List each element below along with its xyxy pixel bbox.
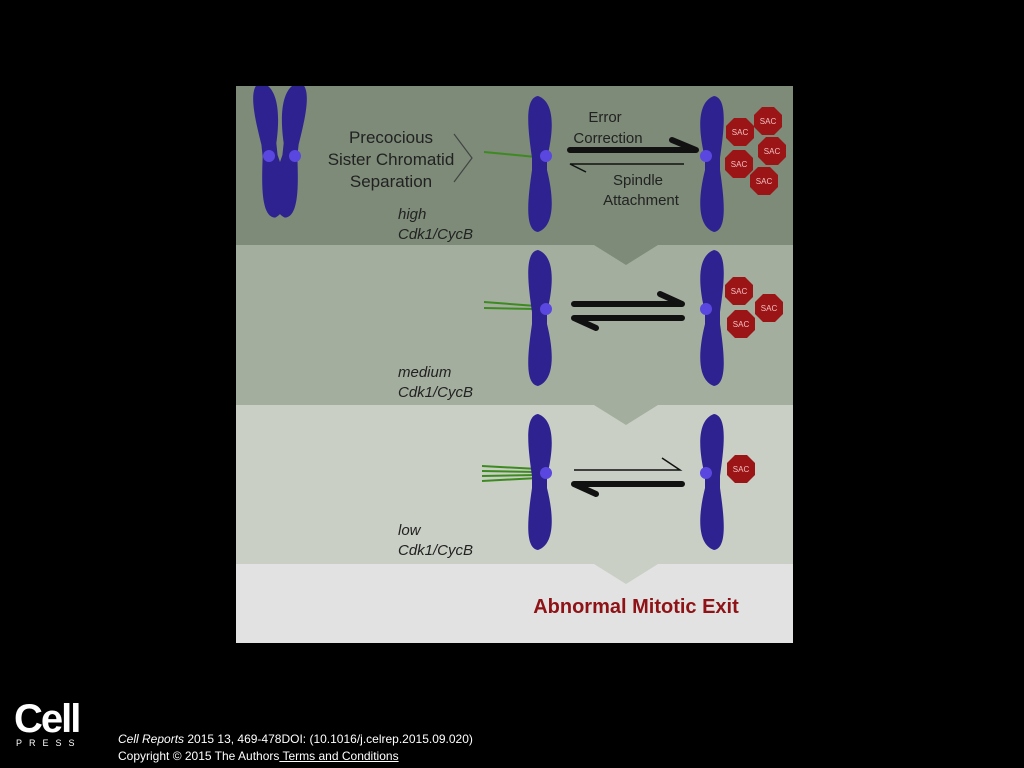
microtubule [483,301,537,307]
forward-arrow [574,457,683,471]
microtubule [481,470,539,473]
sac-cluster: SAC [727,455,755,483]
svg-text:SAC: SAC [761,304,778,313]
sac-badge: SAC [726,118,754,146]
panel-medium [236,245,793,405]
sac-badge: SAC [727,455,755,483]
logo-subtitle: PRESS [16,738,82,748]
copyright-text: Copyright © 2015 The Authors [118,749,280,763]
logo-wordmark: Cell [14,697,81,741]
sac-badge: SAC [754,107,782,135]
forward-arrow [567,137,699,153]
mitosis-diagram: Precocious Sister Chromatid Separation E… [236,86,793,643]
citation-line: Cell Reports 2015 13, 469-478DOI: (10.10… [118,731,473,748]
centromere [540,303,552,315]
process-label: Separation [350,172,432,191]
sac-cluster: SAC SAC SAC SAC SAC [725,107,786,195]
cell-press-logo: Cell PRESS [14,697,86,752]
level-label: Cdk1/CycB [398,384,473,401]
microtubule [483,151,537,158]
microtubule [483,307,537,310]
svg-text:SAC: SAC [731,287,748,296]
svg-text:SAC: SAC [732,128,749,137]
arrow-bottom-label: Spindle [613,172,663,189]
microtubule [481,477,539,482]
level-label: low [398,522,422,539]
centromere [263,150,275,162]
level-label: Cdk1/CycB [398,542,473,559]
panel-high [236,86,793,245]
svg-text:SAC: SAC [733,465,750,474]
svg-text:SAC: SAC [764,147,781,156]
microtubule [481,465,539,470]
svg-text:SAC: SAC [760,117,777,126]
chromatid-right [700,414,724,550]
figure: Precocious Sister Chromatid Separation E… [236,86,793,643]
chromatid-right [700,250,724,386]
centromere [700,467,712,479]
svg-text:SAC: SAC [756,177,773,186]
level-label: Cdk1/CycB [398,226,473,243]
microtubule [481,474,539,477]
level-label: medium [398,364,451,381]
copyright-line: Copyright © 2015 The Authors Terms and C… [118,748,473,765]
sac-badge: SAC [727,310,755,338]
process-label: Sister Chromatid [328,150,455,169]
centromere [700,303,712,315]
chromatid-left [528,414,552,550]
centromere [540,150,552,162]
arrow-top-label: Error [588,109,621,126]
backward-arrow [571,481,685,497]
chromatid-left [528,250,552,386]
process-label: Precocious [349,128,433,147]
citation-text: 2015 13, 469-478DOI: (10.1016/j.celrep.2… [184,732,473,746]
forward-arrow [571,291,685,307]
chromatid-left [528,96,552,232]
sac-badge: SAC [725,150,753,178]
backward-arrow [571,315,685,331]
centromere [540,467,552,479]
citation-block: Cell Reports 2015 13, 469-478DOI: (10.10… [118,731,473,765]
backward-arrow [569,163,684,173]
chevron-right-icon [453,133,473,183]
chromatid-right [700,96,724,232]
sac-badge: SAC [758,137,786,165]
notch-high [594,245,658,265]
sac-badge: SAC [725,277,753,305]
level-label: high [398,206,426,223]
terms-link[interactable]: Terms and Conditions [279,749,399,763]
notch-low [594,564,658,584]
svg-text:SAC: SAC [731,160,748,169]
centromere [289,150,301,162]
svg-text:SAC: SAC [733,320,750,329]
arrow-bottom-label: Attachment [603,192,680,209]
outcome-label: Abnormal Mitotic Exit [533,596,739,618]
panel-outcome [236,564,793,643]
centromere [700,150,712,162]
panel-low [236,405,793,564]
sac-cluster: SAC SAC SAC [725,277,783,338]
sac-badge: SAC [755,294,783,322]
sac-badge: SAC [750,167,778,195]
notch-medium [594,405,658,425]
x-chromosome [251,86,309,219]
journal-name: Cell Reports [118,732,185,746]
arrow-top-label: Correction [573,130,642,147]
